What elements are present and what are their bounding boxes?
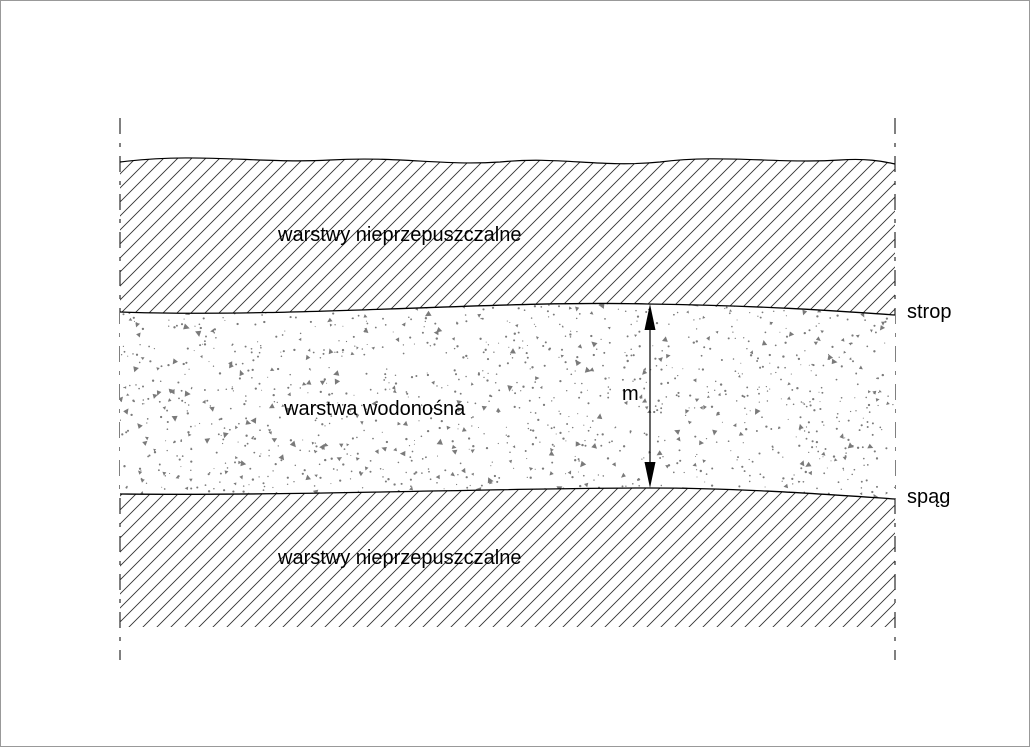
top-impermeable-layer bbox=[120, 157, 895, 315]
roof-label: strop bbox=[907, 301, 952, 323]
aquifer-layer bbox=[120, 303, 895, 499]
floor-line bbox=[119, 487, 896, 500]
bottom-layer-label: warstwy nieprzepuszczalne bbox=[278, 547, 522, 569]
ground-surface-line bbox=[119, 157, 896, 165]
roof-line bbox=[119, 302, 896, 316]
aquifer-label: warstwa wodonośna bbox=[284, 398, 466, 420]
floor-label: spąg bbox=[907, 486, 951, 508]
top-layer-label: warstwy nieprzepuszczalne bbox=[278, 224, 522, 246]
thickness-label: m bbox=[622, 383, 639, 405]
bottom-impermeable-layer bbox=[120, 488, 895, 627]
thickness-arrow bbox=[644, 304, 656, 488]
